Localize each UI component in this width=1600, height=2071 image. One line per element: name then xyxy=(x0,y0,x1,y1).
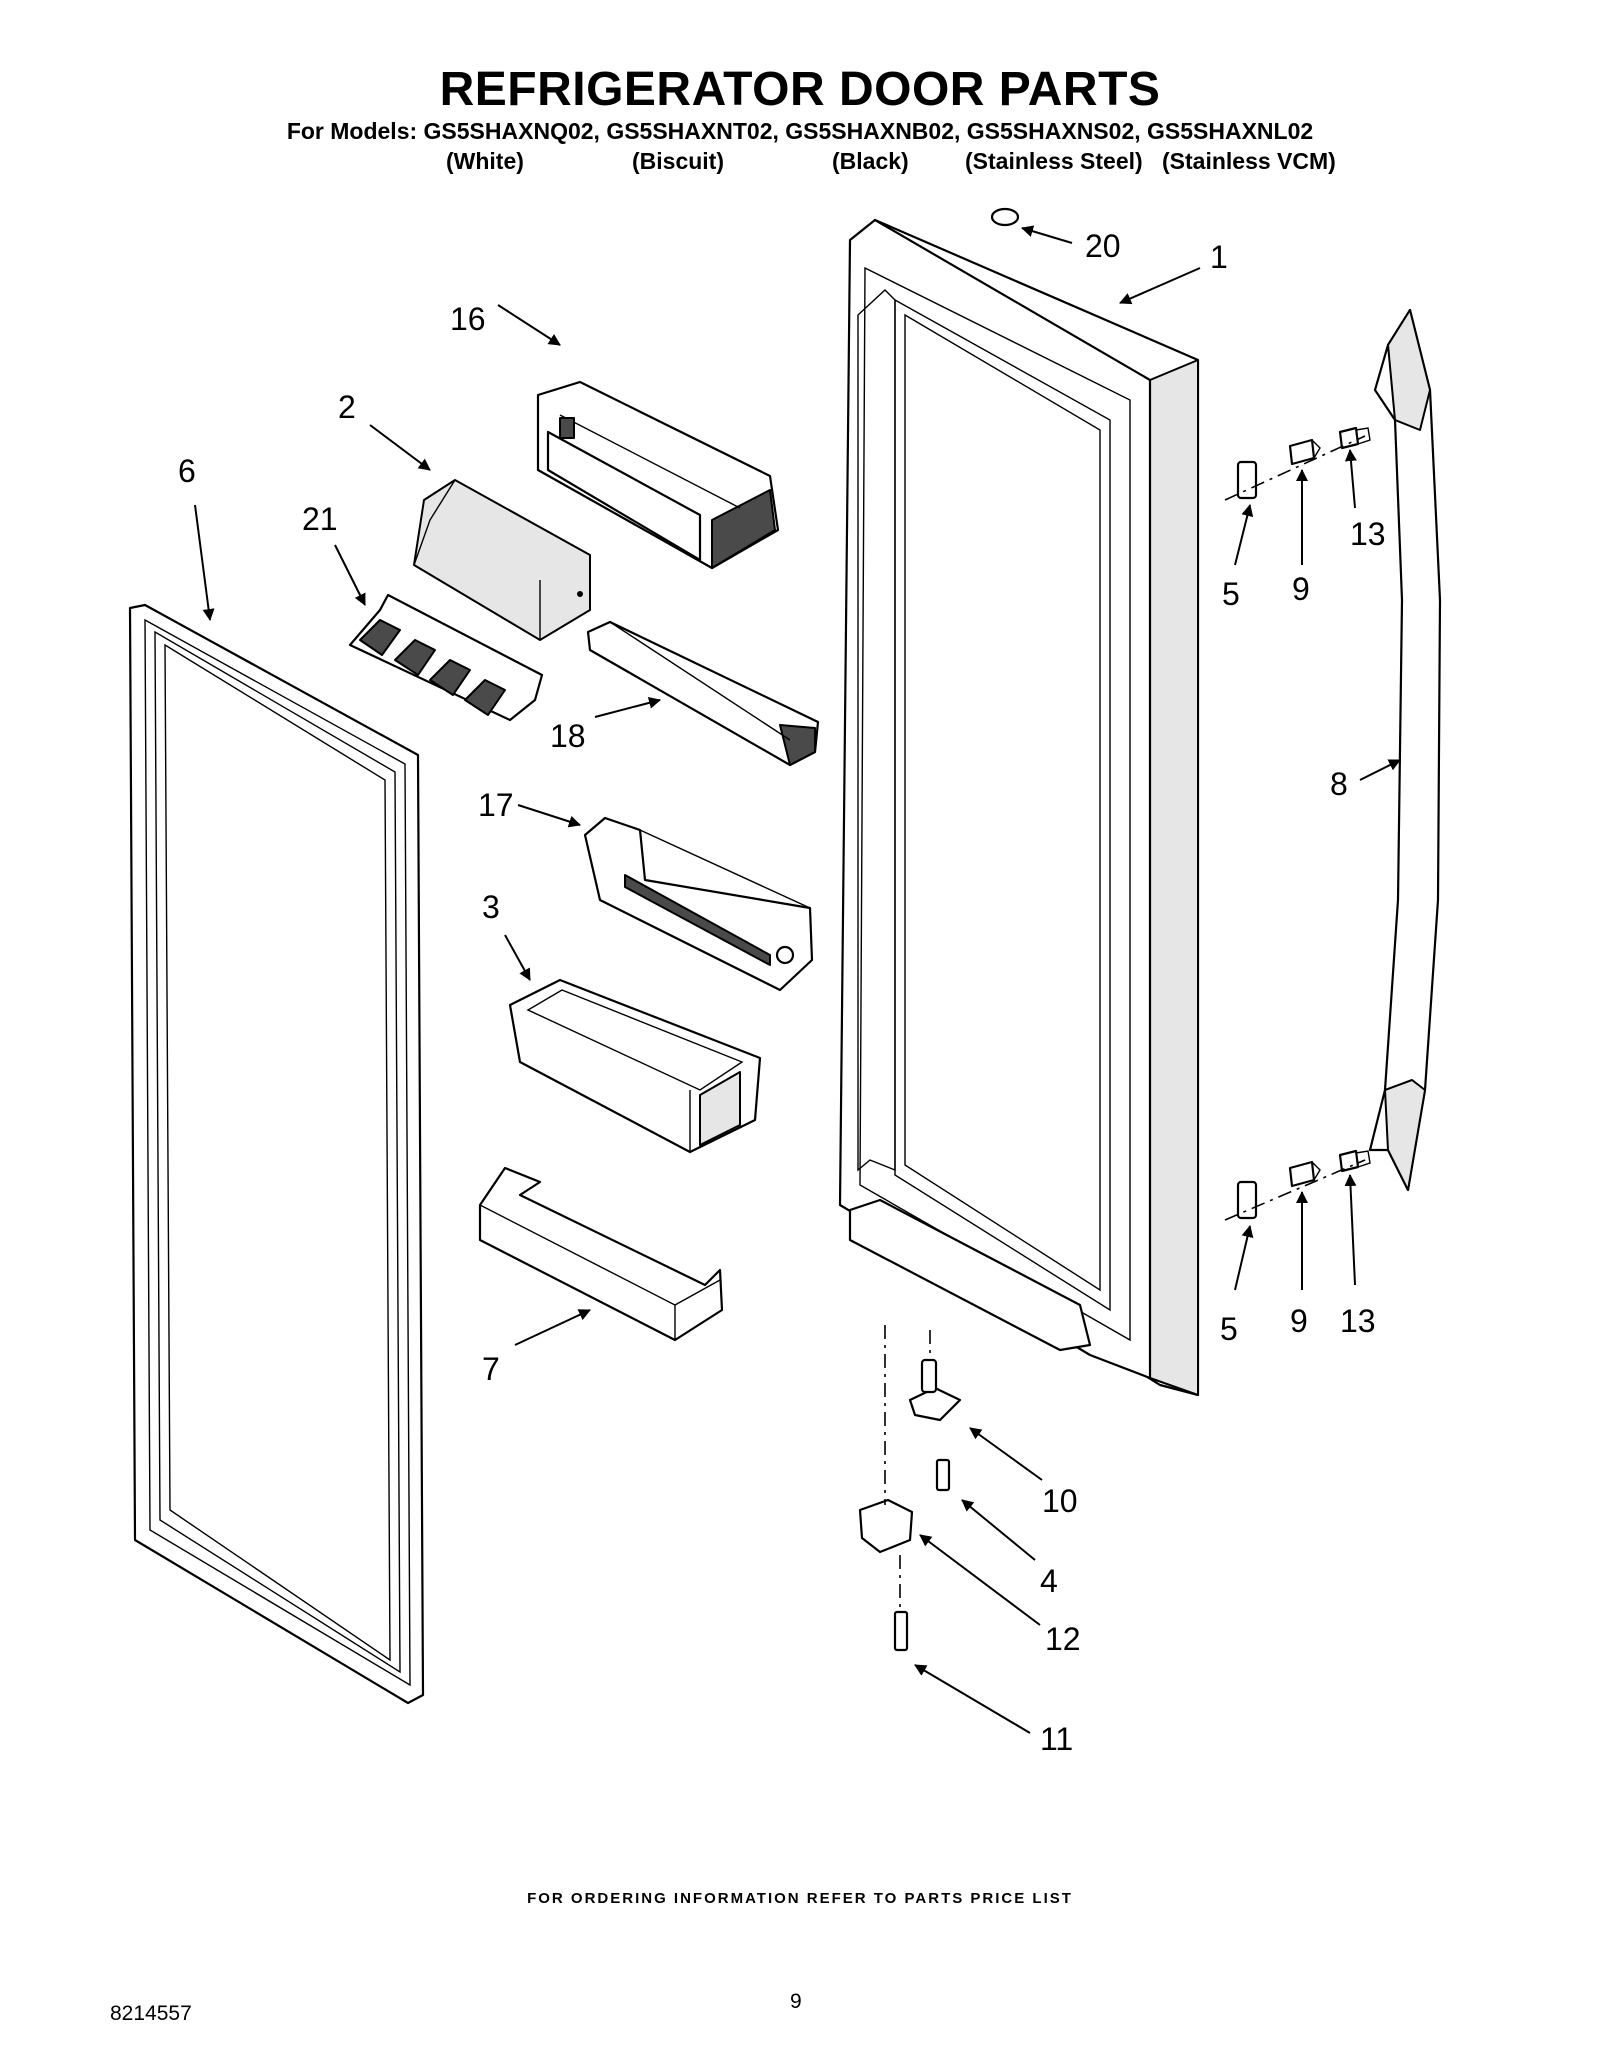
hardware-top xyxy=(1224,426,1371,501)
page-number: 9 xyxy=(790,1990,802,2013)
callout-13-bottom: 13 xyxy=(1340,1303,1376,1339)
door-bin-part-17 xyxy=(583,816,814,992)
callout-2: 2 xyxy=(338,389,356,425)
callout-13-top: 13 xyxy=(1350,516,1386,552)
door-bin-part-3 xyxy=(508,978,762,1154)
document-number: 8214557 xyxy=(110,2002,192,2025)
egg-tray-part-21 xyxy=(348,593,544,722)
color-stainless-vcm: (Stainless VCM) xyxy=(1162,148,1336,174)
hardware-bottom xyxy=(1224,1149,1371,1221)
color-stainless-steel: (Stainless Steel) xyxy=(965,148,1143,174)
callout-21: 21 xyxy=(302,501,338,537)
callout-5-top: 5 xyxy=(1222,576,1240,612)
page-title: REFRIGERATOR DOOR PARTS xyxy=(439,63,1161,116)
callout-8: 8 xyxy=(1330,766,1348,802)
callout-20: 20 xyxy=(1085,228,1121,264)
callout-7: 7 xyxy=(482,1351,500,1387)
hinge-hardware xyxy=(858,1325,962,1652)
color-white: (White) xyxy=(446,148,524,174)
callout-labels: 20 1 16 2 6 21 18 17 3 7 5 9 13 8 5 9 13… xyxy=(178,228,1386,1757)
callout-6: 6 xyxy=(178,453,196,489)
callout-1: 1 xyxy=(1210,239,1228,275)
plug-part-20 xyxy=(990,207,1020,227)
callout-17: 17 xyxy=(478,787,514,823)
callout-3: 3 xyxy=(482,889,500,925)
door-assembly-part-1 xyxy=(838,218,1200,1397)
bottom-door-bin-part-7 xyxy=(478,1166,724,1342)
door-handle-part-8 xyxy=(1368,308,1442,1192)
ordering-note: FOR ORDERING INFORMATION REFER TO PARTS … xyxy=(527,1890,1073,1907)
leader-lines xyxy=(194,225,1401,1734)
callout-5-bottom: 5 xyxy=(1220,1311,1238,1347)
door-gasket-part-6 xyxy=(128,603,425,1705)
callout-11: 11 xyxy=(1040,1721,1073,1757)
callout-9-top: 9 xyxy=(1292,571,1310,607)
callout-18: 18 xyxy=(550,718,586,754)
color-biscuit: (Biscuit) xyxy=(632,148,724,174)
dairy-door-part-2 xyxy=(413,479,591,641)
shelf-trim-part-18 xyxy=(586,620,820,767)
callout-16: 16 xyxy=(450,301,486,337)
callout-4: 4 xyxy=(1040,1563,1058,1599)
callout-12: 12 xyxy=(1045,1621,1081,1657)
models-line: For Models: GS5SHAXNQ02, GS5SHAXNT02, GS… xyxy=(286,118,1314,144)
callout-10: 10 xyxy=(1042,1483,1078,1519)
color-black: (Black) xyxy=(832,148,909,174)
callout-9-bottom: 9 xyxy=(1290,1303,1308,1339)
dairy-bin-part-16 xyxy=(536,380,780,570)
